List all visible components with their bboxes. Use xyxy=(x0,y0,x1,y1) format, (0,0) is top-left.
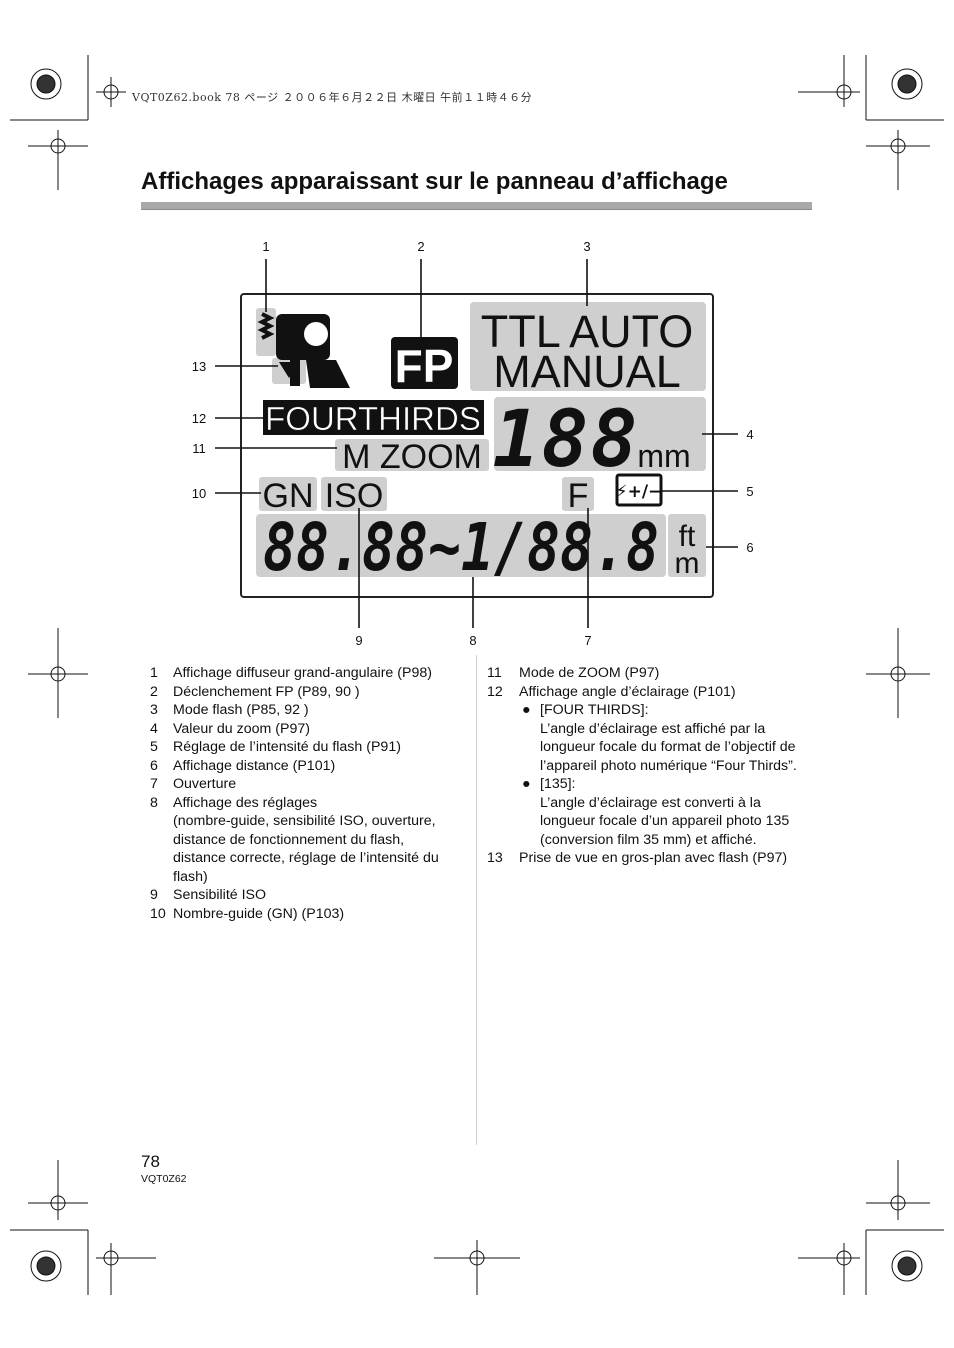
list-item-continuation: (nombre-guide, sensibilité ISO, ouvertur… xyxy=(173,813,436,829)
close-up-flash-icon xyxy=(272,358,306,384)
fourthirds-badge xyxy=(263,400,484,435)
callout-13: 13 xyxy=(192,359,206,374)
gn-label: GN xyxy=(263,477,314,515)
sub-bullet: ●[135]: L’angle d’éclairage est converti… xyxy=(522,776,790,848)
callout-5: 5 xyxy=(746,484,753,499)
fp-badge xyxy=(391,337,458,389)
leader-lines xyxy=(215,259,738,628)
ttl-auto-label: TTL AUTO xyxy=(481,306,694,357)
f-label: F xyxy=(568,477,589,515)
m-zoom-label: M ZOOM xyxy=(342,438,482,476)
title-underline xyxy=(141,202,812,210)
distance-unit-field xyxy=(668,514,706,577)
page-number: 78 xyxy=(141,1152,160,1171)
m-zoom-field xyxy=(335,439,489,471)
iso-field xyxy=(321,477,387,511)
callout-12: 12 xyxy=(192,411,206,426)
callout-2: 2 xyxy=(417,239,424,254)
flash-compensation-icon xyxy=(615,473,663,507)
fp-label: FP xyxy=(395,340,454,392)
iso-label: ISO xyxy=(325,477,384,515)
gn-field xyxy=(259,477,317,511)
callout-9: 9 xyxy=(355,633,362,648)
callout-8: 8 xyxy=(469,633,476,648)
mm-unit-label: mm xyxy=(637,438,690,474)
fourthirds-label: FOURTHIRDS xyxy=(265,400,481,437)
callout-11: 11 xyxy=(192,441,206,456)
printer-slug: VQT0Z62.book 78 ページ ２００６年６月２２日 木曜日 午前１１時… xyxy=(132,91,533,104)
document-code: VQT0Z62 xyxy=(141,1173,187,1185)
list-item-continuation: flash) xyxy=(173,868,208,885)
m-unit-label: m xyxy=(675,547,700,580)
lcd-panel-diagram: 1 2 3 4 5 6 7 8 9 10 11 12 13 FP TTL AUT… xyxy=(192,239,754,648)
flash-compensation-glyph: ⚡+/− xyxy=(616,482,663,502)
list-item-continuation: distance de fonctionnement du flash, xyxy=(173,831,405,848)
wide-diffuser-icon xyxy=(256,308,276,356)
zoom-value-digits: 188 xyxy=(493,395,640,485)
registration-target-icon xyxy=(30,68,62,100)
flash-mode-field xyxy=(470,302,706,391)
f-field xyxy=(562,477,594,511)
callout-10: 10 xyxy=(192,486,206,501)
ft-unit-label: ft xyxy=(679,520,696,553)
column-divider xyxy=(476,655,477,1145)
callout-1: 1 xyxy=(262,239,269,254)
callout-3: 3 xyxy=(583,239,590,254)
zoom-value-field xyxy=(494,397,706,471)
manual-label: MANUAL xyxy=(493,346,681,397)
callout-7: 7 xyxy=(584,633,591,648)
sub-bullet: ●[FOUR THIRDS]: L’angle d’éclairage est … xyxy=(522,702,797,774)
flash-head-icon xyxy=(276,314,350,388)
list-item-continuation: distance correcte, réglage de l’intensit… xyxy=(173,850,439,866)
page-title: Affichages apparaissant sur le panneau d… xyxy=(141,168,728,195)
callout-6: 6 xyxy=(746,540,753,555)
settings-value-digits: 88.88~1/88.8 xyxy=(263,509,659,586)
callout-4: 4 xyxy=(746,427,753,442)
